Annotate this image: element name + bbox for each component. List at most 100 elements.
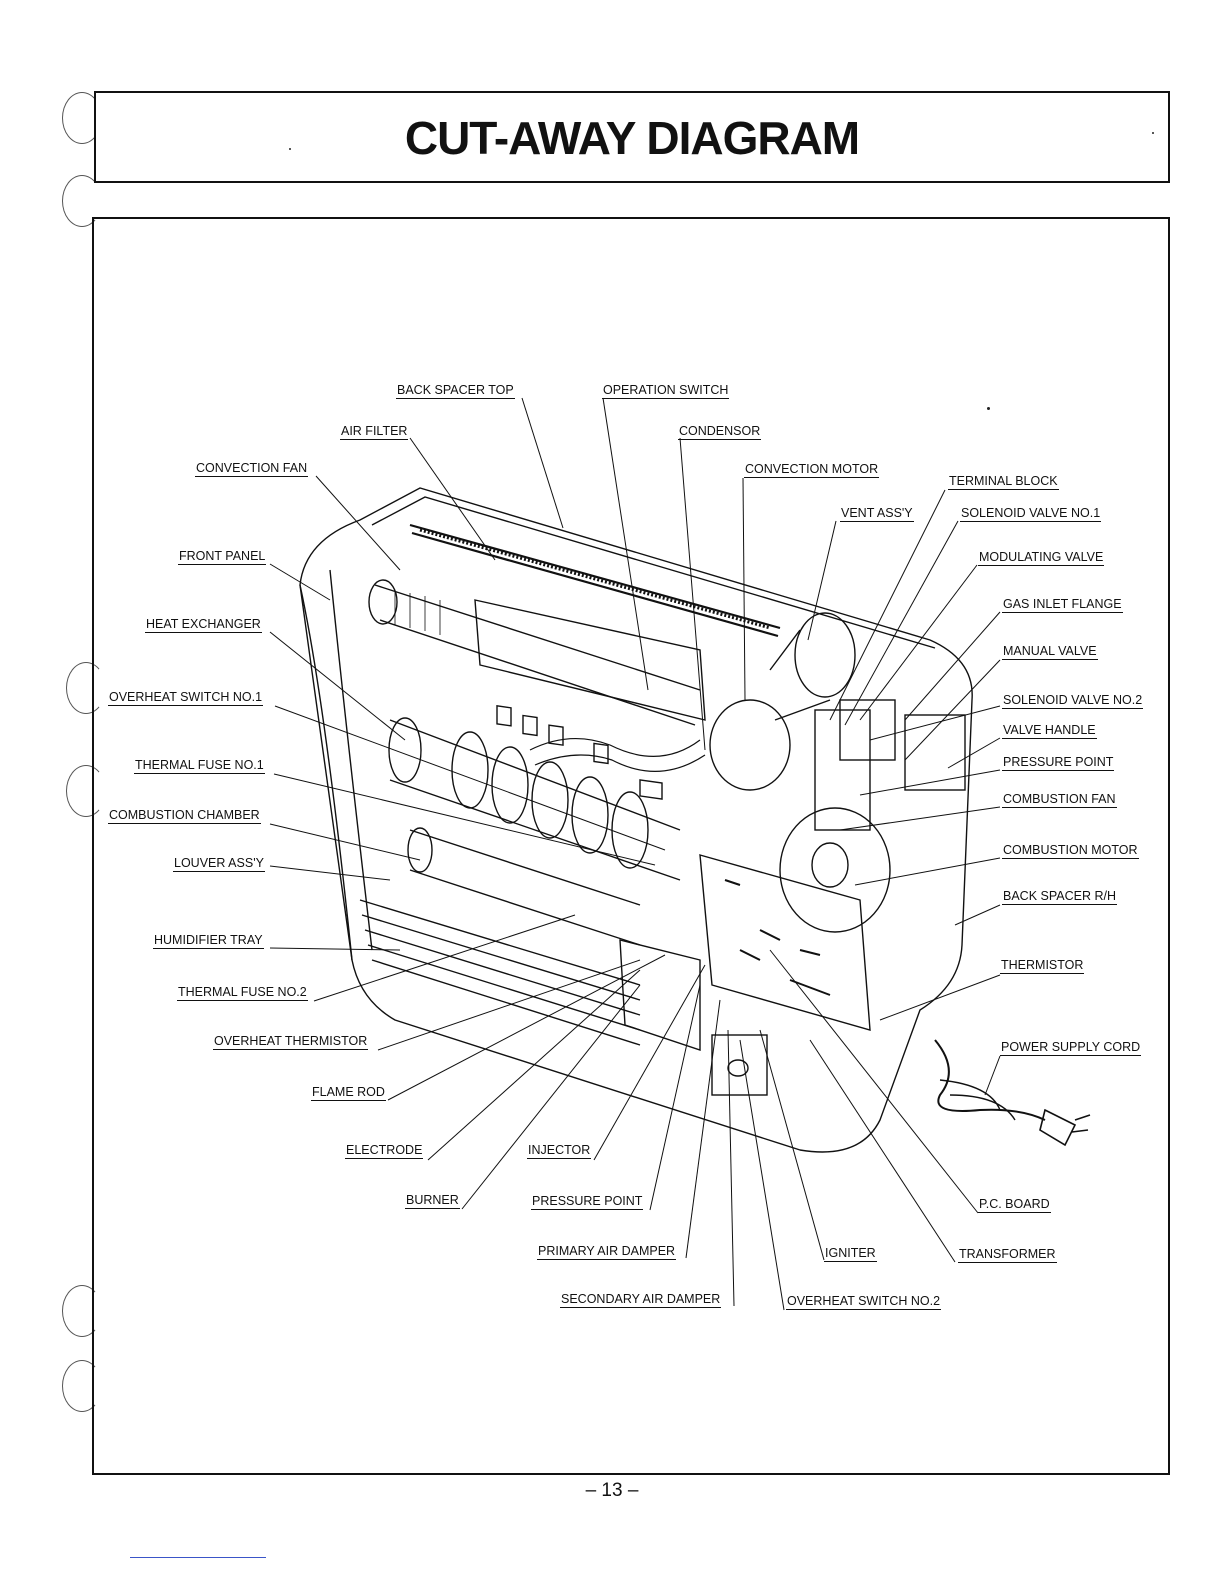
vent-assy [794,612,856,698]
heat-exchanger-ring [531,761,569,839]
label-humidifier-tray: HUMIDIFIER TRAY [153,933,264,949]
igniter-hole [727,1059,749,1077]
scan-speck [289,148,291,150]
label-louver-assy: LOUVER ASS'Y [173,856,265,872]
leader-secondary-air-damper [727,1029,735,1307]
leader-back-spacer-top [521,397,564,529]
label-heat-exchanger: HEAT EXCHANGER [145,617,262,633]
label-front-panel: FRONT PANEL [178,549,267,565]
convection-motor [709,699,791,791]
binder-hole [66,662,106,714]
leader-gas-inlet-flange [904,611,1001,721]
page-title: CUT-AWAY DIAGRAM [404,112,860,164]
leader-pressure-point-bottom [649,984,701,1211]
leader-overheat-switch-1 [274,705,666,851]
label-valve-handle: VALVE HANDLE [1002,723,1097,739]
leader-front-panel [269,563,331,601]
combustion-chamber-end [407,827,433,873]
combustion-fan-hub [811,842,849,888]
leader-valve-handle [947,737,1001,769]
flex-hose [529,738,706,772]
leader-primary-air-damper [685,999,721,1259]
label-convection-fan: CONVECTION FAN [195,461,309,477]
label-condensor: CONDENSOR [678,424,762,440]
leader-operation-switch [602,397,649,691]
title-box: CUT-AWAY DIAGRAM [94,91,1170,183]
label-secondary-air-damper: SECONDARY AIR DAMPER [560,1292,722,1308]
page-number: – 13 – [585,1480,639,1501]
leader-air-filter [409,437,496,561]
leader-heat-exchanger [269,631,406,741]
power-plug [1039,1108,1091,1147]
scan-artifact-rule [130,1557,266,1558]
label-overheat-switch-2: OVERHEAT SWITCH NO.2 [786,1294,942,1310]
leader-condensor [679,437,706,751]
label-thermal-fuse-1: THERMAL FUSE NO.1 [134,758,265,774]
binder-hole [62,92,102,144]
label-back-spacer-top: BACK SPACER TOP [396,383,515,399]
label-thermistor: THERMISTOR [1000,958,1085,974]
label-electrode: ELECTRODE [345,1143,424,1159]
leader-power-supply-cord [984,1055,1001,1096]
label-terminal-block: TERMINAL BLOCK [948,474,1059,490]
pc-board-components [724,879,831,996]
housing-top-edge [371,496,936,649]
leader-combustion-chamber [269,823,421,861]
control-button [593,742,609,765]
leader-pc-board [769,949,979,1214]
label-air-filter: AIR FILTER [340,424,409,440]
control-button [548,724,564,746]
housing-outline [299,487,973,1153]
label-operation-switch: OPERATION SWITCH [602,383,730,399]
leader-overheat-thermistor [377,959,641,1051]
label-primary-air-damper: PRIMARY AIR DAMPER [537,1244,677,1260]
leader-terminal-block [829,489,946,721]
label-transformer: TRANSFORMER [958,1247,1057,1263]
diagram-frame [92,217,1170,1475]
leader-solenoid-valve-2 [869,705,1001,741]
valve-bracket [904,714,966,791]
label-solenoid-valve-1: SOLENOID VALVE NO.1 [960,506,1102,522]
label-pressure-point-bottom: PRESSURE POINT [531,1194,644,1210]
label-combustion-chamber: COMBUSTION CHAMBER [108,808,261,824]
leader-injector [593,964,706,1161]
binder-hole [62,175,102,227]
label-manual-valve: MANUAL VALVE [1002,644,1098,660]
label-modulating-valve: MODULATING VALVE [978,550,1105,566]
label-power-supply-cord: POWER SUPPLY CORD [1000,1040,1142,1056]
label-convection-motor: CONVECTION MOTOR [744,462,880,478]
label-overheat-thermistor: OVERHEAT THERMISTOR [213,1034,369,1050]
valve-block [839,699,896,761]
label-gas-inlet-flange: GAS INLET FLANGE [1002,597,1123,613]
leader-solenoid-valve-1 [844,520,959,726]
label-pressure-point-right: PRESSURE POINT [1002,755,1115,771]
leader-modulating-valve [859,564,978,721]
control-button [496,705,512,727]
leader-convection-motor [742,477,746,701]
igniter-block [711,1034,768,1096]
heat-exchanger-end [388,717,422,783]
leader-electrode [427,969,641,1161]
burner-assembly [619,939,701,1051]
leader-back-spacer-rh [954,904,1001,926]
label-injector: INJECTOR [527,1143,592,1159]
leader-louver-assy [269,865,391,881]
label-igniter: IGNITER [824,1246,877,1262]
control-display [639,779,663,800]
label-burner: BURNER [405,1193,460,1209]
housing-inner-edge [329,569,373,951]
leader-igniter [759,1029,825,1261]
label-overheat-switch-1: OVERHEAT SWITCH NO.1 [108,690,264,706]
valve-body [814,709,871,831]
combustion-chamber [409,829,641,946]
label-thermal-fuse-2: THERMAL FUSE NO.2 [177,985,308,1001]
leader-overheat-switch-2 [739,1039,785,1311]
control-strip [474,599,706,721]
pc-board [699,854,871,1031]
label-combustion-fan: COMBUSTION FAN [1002,792,1117,808]
control-button [522,714,538,737]
louver-slats [359,899,641,1046]
top-grille [409,523,781,638]
combustion-fan [779,807,891,933]
leader-burner [461,984,641,1210]
